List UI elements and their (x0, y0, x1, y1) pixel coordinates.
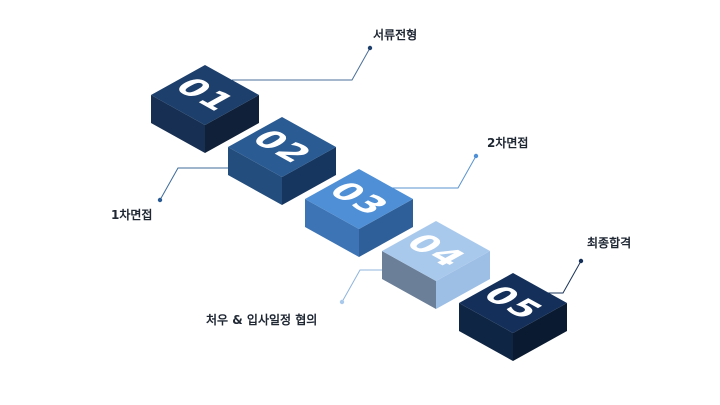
connector-dot-01 (367, 45, 373, 51)
block-02-right-face (282, 147, 336, 205)
step-block-01: 01 (151, 65, 259, 153)
block-03-right-face (359, 199, 413, 257)
connector-line-04 (341, 269, 384, 303)
connector-line-03 (392, 155, 477, 189)
block-05-top-face (459, 273, 567, 333)
block-01-right-face (205, 95, 259, 153)
step-label-01: 서류전형 (373, 28, 418, 42)
block-02-top-face (228, 117, 336, 177)
block-03-left-face (305, 199, 359, 257)
connector-dot-04 (339, 299, 345, 305)
step-block-04: 04 (382, 221, 490, 309)
step-label-03: 2차면접 (487, 136, 529, 150)
connector-dot-03 (473, 153, 479, 159)
block-01-left-face (151, 95, 205, 153)
step-label-02: 1차면접 (111, 208, 153, 222)
step-label-04: 처우 & 입사일정 협의 (206, 313, 318, 327)
block-04-left-face (382, 251, 436, 309)
connector-line-01 (232, 47, 371, 81)
step-label-05: 최종합격 (587, 236, 632, 250)
block-05-left-face (459, 303, 513, 361)
connector-lines (157, 45, 584, 305)
connector-dot-02 (157, 197, 163, 203)
connector-dot-05 (578, 258, 584, 264)
block-01-top-face (151, 65, 259, 125)
block-04-top-face (382, 221, 490, 281)
step-block-03: 03 (305, 169, 413, 257)
block-05-right-face (513, 303, 567, 361)
connector-line-02 (159, 167, 232, 201)
step-block-05: 05 (459, 273, 567, 361)
block-03-top-face (305, 169, 413, 229)
block-04-right-face (436, 251, 490, 309)
connector-line-05 (545, 260, 582, 294)
step-block-02: 02 (228, 117, 336, 205)
block-02-left-face (228, 147, 282, 205)
